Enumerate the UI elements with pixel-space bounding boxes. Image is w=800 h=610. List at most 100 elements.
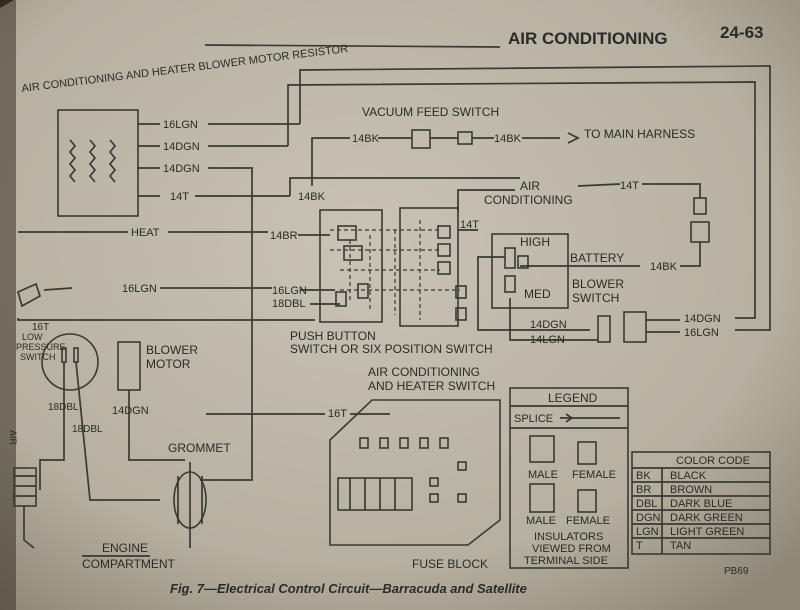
fuse-block-label: FUSE BLOCK bbox=[412, 557, 488, 571]
header-page-number: 24-63 bbox=[720, 23, 763, 42]
battery-label: BATTERY bbox=[570, 251, 624, 265]
wire-label-14bk-switch: 14BK bbox=[298, 191, 326, 203]
legend-male-1: MALE bbox=[528, 469, 558, 481]
wire-label-14dgn-motor: 14DGN bbox=[112, 405, 149, 417]
wire-label-14dgn-lower: 14DGN bbox=[163, 163, 200, 175]
low-pressure-wires bbox=[16, 282, 340, 321]
heat-label: HEAT bbox=[131, 227, 160, 239]
legend-insulators-1: INSULATORS bbox=[534, 531, 603, 543]
resistor-box bbox=[57, 109, 139, 217]
color-code-row-name: LIGHT GREEN bbox=[670, 526, 744, 538]
ac-wire bbox=[457, 183, 710, 267]
vacuum-feed-switch-label: VACUUM FEED SWITCH bbox=[362, 105, 499, 119]
wire-label-16t-fuse: 16T bbox=[328, 408, 347, 420]
engine-label-2: COMPARTMENT bbox=[82, 557, 176, 571]
fuse-block bbox=[329, 399, 501, 546]
push-button-switch-right-block bbox=[399, 207, 459, 327]
color-code-row-name: TAN bbox=[670, 540, 691, 552]
color-code-table bbox=[631, 451, 771, 555]
figure-caption: Fig. 7—Electrical Control Circuit—Barrac… bbox=[170, 581, 527, 596]
legend-male-icon-2 bbox=[529, 483, 555, 513]
plate-id: PB69 bbox=[724, 566, 749, 577]
legend-splice: SPLICE bbox=[514, 413, 553, 425]
wire-label-14t-switch: 14T bbox=[460, 219, 479, 231]
ac-compressor bbox=[13, 467, 37, 549]
wire-label-14br: 14BR bbox=[270, 230, 298, 242]
main-harness-label: TO MAIN HARNESS bbox=[584, 127, 695, 141]
wire-label-14bk-vac-b: 14BK bbox=[494, 133, 522, 145]
wire-label-16lgn-left: 16LGN bbox=[122, 283, 157, 295]
ac-label-1: AIR bbox=[520, 179, 540, 193]
blower-switch bbox=[477, 233, 640, 341]
wire-label-18dbl-switch: 18DBL bbox=[272, 298, 306, 310]
wire-label-14t-resistor: 14T bbox=[170, 191, 189, 203]
color-code-row-code: T bbox=[636, 540, 643, 552]
color-code-box bbox=[631, 451, 771, 555]
wire-label-14dgn-top: 14DGN bbox=[163, 141, 200, 153]
wire-label-16lgn-right: 16LGN bbox=[684, 327, 719, 339]
header-section: AIR CONDITIONING bbox=[508, 29, 668, 48]
color-code-row-code: DBL bbox=[636, 498, 657, 510]
ac-wire-connector-upper bbox=[693, 197, 707, 215]
legend-female-icon-1 bbox=[577, 441, 597, 465]
blower-motor bbox=[117, 341, 185, 461]
grommet-label: GROMMET bbox=[168, 441, 231, 455]
fuse-block-outline bbox=[329, 399, 501, 546]
low-pressure-switch bbox=[39, 333, 160, 501]
color-code-row-name: BROWN bbox=[670, 484, 712, 496]
low-pressure-switch-body bbox=[41, 333, 99, 391]
vacuum-switch-connector-male bbox=[411, 129, 431, 149]
color-code-row-name: BLACK bbox=[670, 470, 707, 482]
legend bbox=[509, 387, 629, 569]
blower-high-label: HIGH bbox=[520, 235, 550, 249]
wire-label-14dgn-right: 14DGN bbox=[684, 313, 721, 325]
color-code-row-code: BK bbox=[636, 470, 651, 482]
legend-male-2: MALE bbox=[526, 515, 556, 527]
blower-motor-label-1: BLOWER bbox=[146, 343, 198, 357]
wire-label-14bk-vac-a: 14BK bbox=[352, 133, 380, 145]
engine-label-1: ENGINE bbox=[102, 541, 148, 555]
low-pressure-label-2: PRESSURE bbox=[16, 342, 66, 352]
header-rule bbox=[204, 44, 501, 48]
resistor-coils bbox=[68, 139, 117, 183]
page-binding-shadow bbox=[0, 0, 16, 610]
wire-label-14dgn-blower: 14DGN bbox=[530, 319, 567, 331]
ac-label-2: CONDITIONING bbox=[484, 193, 573, 207]
resistor-wires bbox=[138, 65, 771, 481]
main-harness-arrow bbox=[567, 132, 580, 144]
wire-label-16lgn-switch: 16LGN bbox=[272, 285, 307, 297]
blower-switch-label-1: BLOWER bbox=[572, 277, 624, 291]
blower-switch-connectors bbox=[597, 311, 680, 343]
legend-insulators-3: TERMINAL SIDE bbox=[524, 555, 608, 567]
wire-label-16lgn-top: 16LGN bbox=[163, 119, 198, 131]
blower-med-label: MED bbox=[524, 287, 551, 301]
push-button-label-1: PUSH BUTTON bbox=[290, 329, 376, 343]
color-code-row-code: DGN bbox=[636, 512, 661, 524]
wire-label-18dbl-low: 18DBL bbox=[48, 402, 79, 413]
legend-male-icon-1 bbox=[529, 435, 555, 463]
legend-female-icon-2 bbox=[577, 489, 597, 513]
push-button-switch-left-block bbox=[319, 209, 383, 323]
compressor-body bbox=[13, 467, 37, 507]
low-pressure-plug bbox=[16, 282, 42, 308]
color-code-row-code: BR bbox=[636, 484, 651, 496]
wire-label-14bk-battery: 14BK bbox=[650, 261, 678, 273]
vacuum-feed-switch bbox=[311, 129, 580, 186]
wire-label-14t-ac: 14T bbox=[620, 180, 639, 192]
color-code-row-name: DARK GREEN bbox=[670, 512, 743, 524]
push-button-switch bbox=[319, 207, 478, 327]
color-code-title: COLOR CODE bbox=[676, 455, 750, 467]
color-code-row-name: DARK BLUE bbox=[670, 498, 732, 510]
legend-insulators-2: VIEWED FROM bbox=[532, 543, 611, 555]
grommet bbox=[173, 462, 207, 548]
wire-label-14lgn-blower: 14LGN bbox=[530, 334, 565, 346]
splice-icon bbox=[565, 413, 574, 423]
compressor-label-1: AIR bbox=[8, 430, 18, 446]
legend-box bbox=[509, 387, 629, 569]
blower-motor-label-2: MOTOR bbox=[146, 357, 191, 371]
legend-female-1: FEMALE bbox=[572, 469, 616, 481]
low-pressure-label-1: LOW bbox=[22, 332, 43, 342]
ac-heater-switch-label-2: AND HEATER SWITCH bbox=[368, 379, 495, 393]
